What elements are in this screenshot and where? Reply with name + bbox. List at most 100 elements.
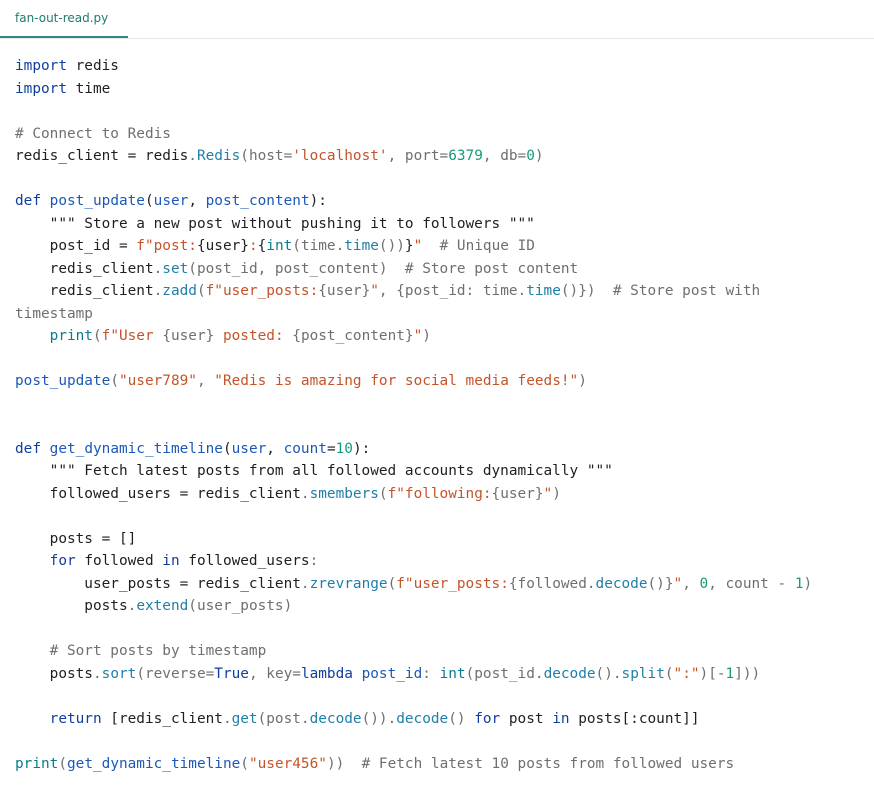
code-token: in (162, 553, 180, 569)
code-token: , {post_id: time. (378, 283, 527, 299)
code-token: get_dynamic_timeline (49, 440, 223, 457)
code-line (0, 100, 874, 123)
code-token: """ Store a new post without pushing it … (15, 215, 535, 232)
code-token: smembers (309, 485, 379, 502)
code-line: redis_client.zadd(f"user_posts:{user}", … (0, 280, 874, 303)
code-token: " (673, 575, 683, 592)
code-token: # Store post content (404, 260, 579, 277)
code-token: posts (15, 598, 128, 614)
code-line: import redis (0, 55, 874, 78)
code-token: ":" (673, 665, 700, 682)
code-line: timestamp (0, 303, 874, 326)
code-token: ( (196, 283, 206, 299)
code-token: {followed. (508, 575, 596, 592)
code-token: f"user_posts: (205, 283, 319, 299)
code-token: . (92, 665, 102, 682)
code-line: redis_client.set(post_id, post_content) … (0, 258, 874, 281)
code-token: (post. (257, 710, 310, 727)
code-token: post (500, 710, 553, 727)
code-token: 0 (699, 575, 709, 592)
code-token: decode (396, 710, 449, 727)
code-line (0, 685, 874, 708)
code-token: ()). (361, 710, 397, 727)
code-token: # Connect to Redis (15, 125, 171, 142)
editor-tab-bar: fan-out-read.py (0, 0, 874, 39)
code-token: 1 (794, 575, 804, 592)
code-token (596, 283, 613, 299)
code-token (41, 441, 50, 457)
code-token: int (266, 238, 293, 254)
file-tab[interactable]: fan-out-read.py (0, 0, 128, 38)
code-token: f"user_posts: (396, 575, 509, 592)
code-token: {user} (318, 283, 371, 299)
code-line: """ Store a new post without pushing it … (0, 213, 874, 236)
code-token (344, 756, 361, 772)
code-token: . (153, 260, 163, 277)
code-token: " (413, 238, 423, 254)
code-token: decode (543, 665, 596, 682)
code-token: f"post: (136, 238, 197, 254)
code-token: redis (66, 58, 119, 74)
code-token: int (439, 665, 466, 682)
code-token: ( (144, 193, 154, 209)
code-token: zrevrange (309, 575, 388, 592)
code-token: {user} (491, 485, 544, 502)
code-token: decode (595, 575, 648, 592)
code-token: . (222, 710, 232, 727)
code-token: 10 (335, 440, 353, 457)
code-token (41, 193, 50, 209)
code-token: {post_content} (292, 328, 414, 344)
code-token: decode (309, 710, 362, 727)
code-token: import (15, 58, 67, 74)
code-token: () (448, 710, 466, 727)
code-token: # Fetch latest 10 posts from followed us… (361, 755, 735, 772)
code-token: zadd (162, 283, 197, 299)
code-token: user_posts = redis_client (15, 575, 301, 592)
code-token: followed_users (179, 553, 310, 569)
code-line: for followed in followed_users: (0, 550, 874, 573)
code-token (15, 643, 50, 659)
code-token: (reverse= (136, 665, 215, 682)
code-token: " (543, 485, 553, 502)
code-token (353, 666, 362, 682)
code-token: time (526, 283, 561, 299)
code-token (422, 238, 439, 254)
code-token: redis_client (15, 283, 154, 299)
code-line: """ Fetch latest posts from all followed… (0, 460, 874, 483)
code-token: post_update (49, 193, 145, 209)
code-token: ()}) (560, 283, 596, 299)
code-token: return (49, 710, 102, 727)
code-token: get_dynamic_timeline (67, 755, 241, 772)
code-token: )) (326, 755, 345, 772)
code-token: "Redis is amazing for social media feeds… (214, 373, 579, 389)
code-line (0, 393, 874, 416)
code-token: (post_id, post_content) (188, 260, 388, 277)
code-token: count (283, 440, 327, 457)
code-line (0, 505, 874, 528)
code-line: def get_dynamic_timeline(user, count=10)… (0, 438, 874, 461)
code-token (15, 711, 50, 727)
code-token: : (309, 553, 319, 569)
code-line (0, 415, 874, 438)
code-token (15, 328, 50, 344)
code-token: { (257, 238, 267, 254)
code-token: # Sort posts by timestamp (49, 643, 267, 659)
code-line: print(f"User {user} posted: {post_conten… (0, 325, 874, 348)
code-token: , (188, 193, 206, 209)
code-token: , (196, 373, 215, 389)
code-line (0, 168, 874, 191)
code-token: ( (92, 328, 102, 344)
code-token: ( (222, 440, 232, 457)
code-line (0, 730, 874, 753)
code-line: def post_update(user, post_content): (0, 190, 874, 213)
code-line: return [redis_client.get(post.decode()).… (0, 708, 874, 731)
code-token: " (413, 328, 423, 344)
code-line (0, 348, 874, 371)
code-line: # Sort posts by timestamp (0, 640, 874, 663)
code-token: posts = [] (15, 530, 137, 547)
code-token: post_content (205, 193, 310, 209)
code-token: } (404, 238, 414, 254)
code-token: = (326, 440, 336, 457)
code-line: posts.sort(reverse=True, key=lambda post… (0, 663, 874, 686)
